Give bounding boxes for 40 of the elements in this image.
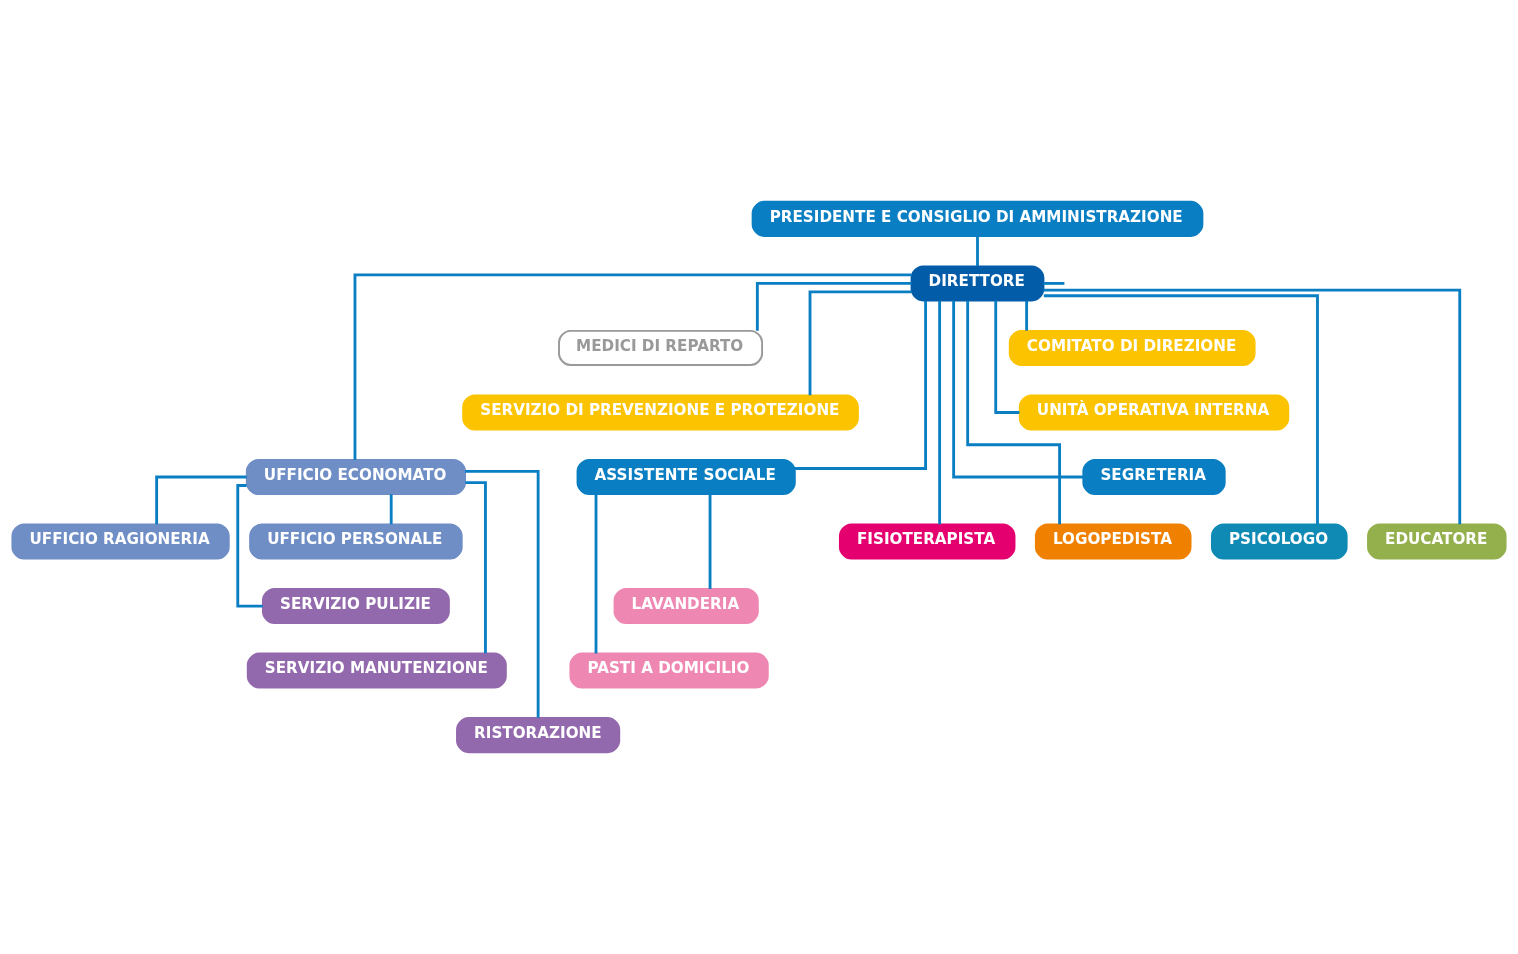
connector xyxy=(708,494,712,589)
connector xyxy=(155,475,247,525)
node-box: PASTI A DOMICILIO xyxy=(569,652,769,689)
connector xyxy=(808,290,912,396)
connector xyxy=(976,236,979,267)
connector xyxy=(236,484,263,608)
node-box: SERVIZIO DI PREVENZIONE E PROTEZIONE xyxy=(462,394,859,431)
node-box: ASSISTENTE SOCIALE xyxy=(576,458,796,496)
node-box: EDUCATORE xyxy=(1367,523,1507,560)
node-box: MEDICI DI REPARTO xyxy=(558,329,764,366)
node-box: UFFICIO PERSONALE xyxy=(249,523,463,560)
node-box: COMITATO DI DIREZIONE xyxy=(1008,329,1256,366)
node-box: UNITÀ OPERATIVA INTERNA xyxy=(1018,394,1290,431)
connector xyxy=(465,469,540,718)
connector xyxy=(966,300,1061,525)
connector xyxy=(952,300,1084,479)
connector xyxy=(1043,282,1065,285)
connector xyxy=(465,481,487,654)
node-box: RISTORAZIONE xyxy=(456,717,621,754)
connector xyxy=(755,282,912,331)
node-box: SERVIZIO PULIZIE xyxy=(261,588,450,625)
connector xyxy=(594,494,598,654)
node-box: DIRETTORE xyxy=(910,265,1045,302)
connector xyxy=(353,273,912,460)
node-box: LAVANDERIA xyxy=(613,588,759,625)
node-box: LOGOPEDISTA xyxy=(1034,523,1192,560)
connector xyxy=(1043,288,1462,525)
node-box: SEGRETERIA xyxy=(1082,458,1226,496)
node-box: PRESIDENTE E CONSIGLIO DI AMMINISTRAZIONE xyxy=(751,200,1204,237)
node-box: FISIOTERAPISTA xyxy=(838,523,1016,560)
connector xyxy=(1025,300,1029,331)
connector xyxy=(389,494,393,525)
connector xyxy=(1043,294,1319,525)
connector xyxy=(994,300,1020,414)
node-box: PSICOLOGO xyxy=(1210,523,1348,560)
connector xyxy=(795,300,927,470)
node-box: SERVIZIO MANUTENZIONE xyxy=(246,652,507,689)
node-box: UFFICIO ECONOMATO xyxy=(245,458,466,496)
node-box: UFFICIO RAGIONERIA xyxy=(11,523,230,560)
connector xyxy=(938,300,942,525)
